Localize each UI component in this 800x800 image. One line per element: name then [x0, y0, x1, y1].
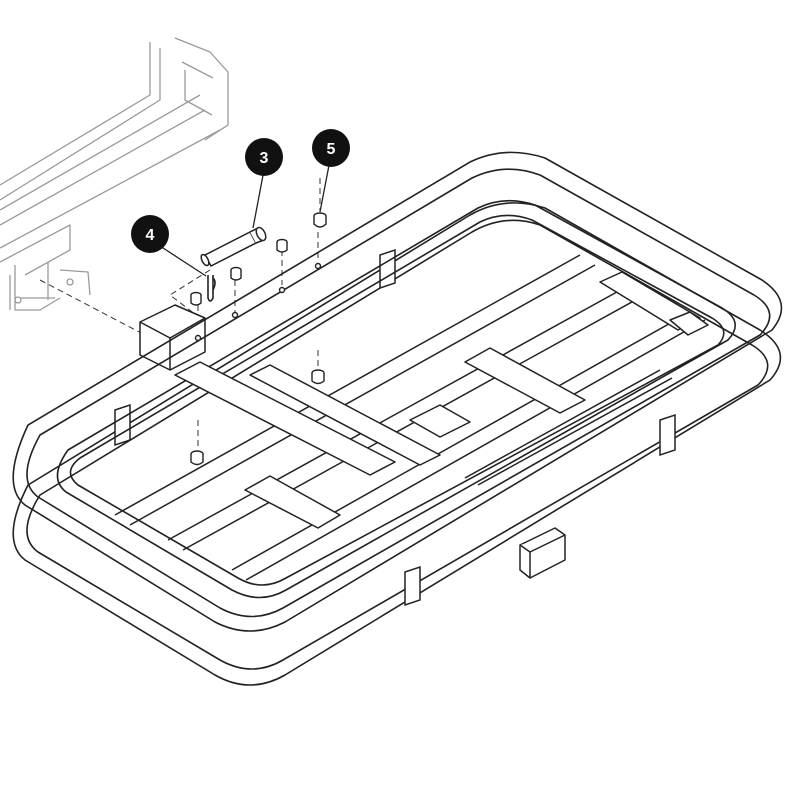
upper-rail	[12, 151, 783, 632]
end-cap-middle	[276, 238, 288, 253]
end-cap-left	[230, 266, 242, 281]
leader-lines	[159, 159, 331, 277]
callout-4-bubble	[131, 215, 169, 253]
callout-4-label: 4	[146, 227, 155, 244]
end-cap-receiver	[190, 291, 202, 306]
receiver-tube	[139, 304, 206, 371]
receiver-bottom	[519, 527, 566, 579]
callout-5: 5	[312, 129, 350, 167]
callout-4: 4	[131, 215, 169, 253]
end-cap-lower-left	[190, 450, 204, 466]
end-cap-lower-mid	[311, 369, 325, 385]
vehicle-frame	[0, 37, 229, 311]
floor-cross-members	[174, 271, 709, 529]
end-caps	[190, 212, 327, 466]
lower-rail	[12, 202, 782, 686]
assembly-lines	[39, 178, 321, 450]
end-cap-upper-right	[313, 212, 327, 228]
callout-5-label: 5	[327, 141, 336, 158]
callout-3: 3	[245, 138, 283, 176]
hitch-pin	[200, 226, 267, 268]
spring-clip	[207, 275, 216, 302]
callout-3-label: 3	[260, 150, 269, 167]
callout-3-bubble	[245, 138, 283, 176]
floor-rails	[114, 254, 706, 581]
callout-5-bubble	[312, 129, 350, 167]
